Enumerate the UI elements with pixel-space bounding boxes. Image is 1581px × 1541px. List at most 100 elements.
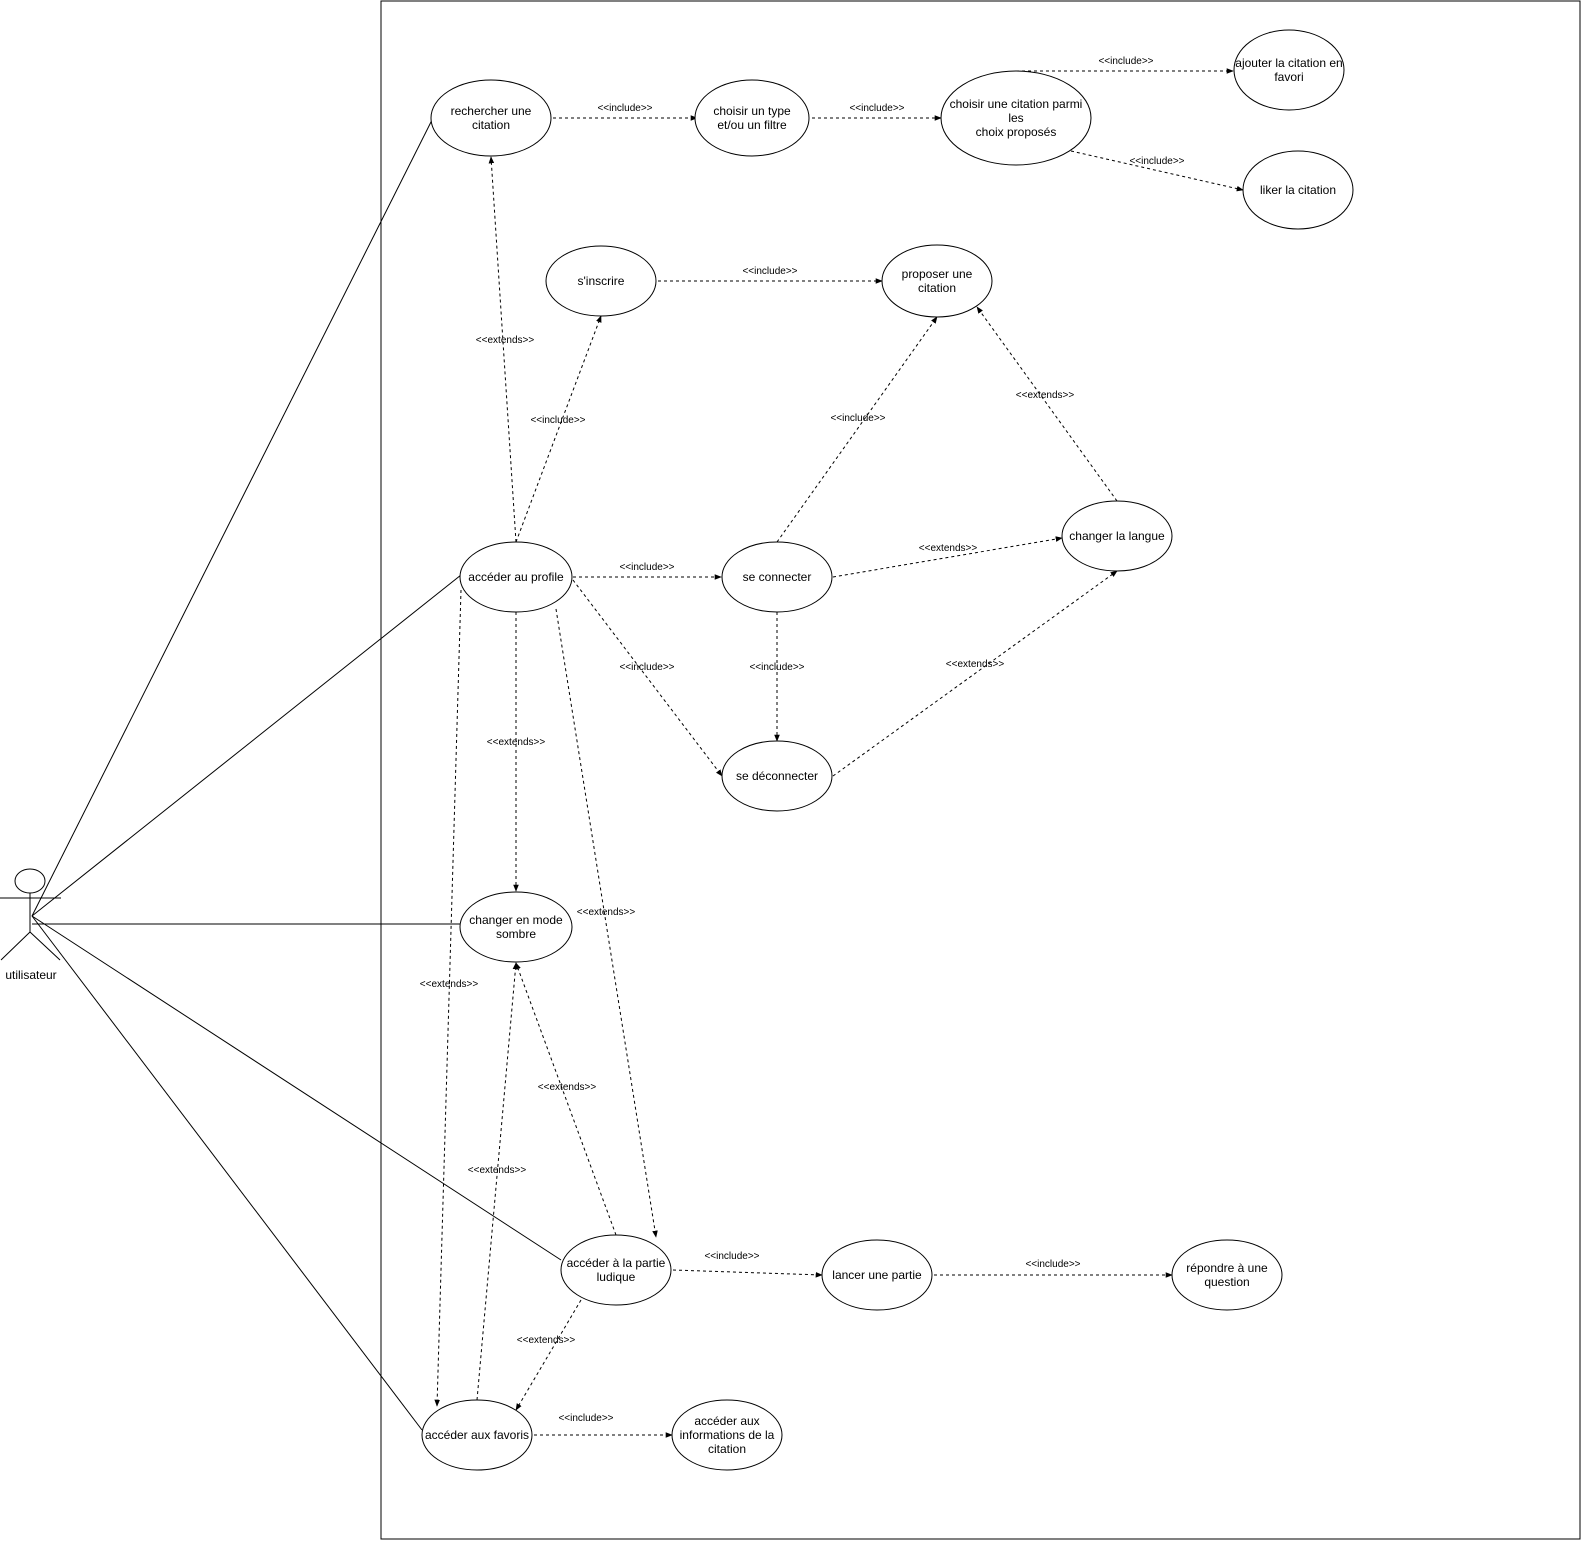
- use-case-label: ludique: [597, 1270, 636, 1284]
- use-case-ellipse: [1171, 1239, 1283, 1311]
- use-case-label: choix proposés: [976, 125, 1057, 139]
- use-case-label: accéder au profile: [468, 570, 564, 584]
- relation-lud-sombre: [515, 962, 617, 1236]
- relation-label-prof-rech: <<extends>>: [476, 335, 535, 346]
- use-case-label: et/ou un filtre: [717, 118, 787, 132]
- use-case-label: accéder à la partie: [567, 1256, 666, 1270]
- use-case-label: accéder aux favoris: [425, 1428, 529, 1442]
- use-case-label: changer la langue: [1069, 529, 1165, 543]
- actor-name: utilisateur: [5, 968, 56, 982]
- use-case-lancer: lancer une partie: [821, 1239, 933, 1311]
- relation-fav-sombre: [476, 962, 519, 1401]
- use-case-ellipse: [560, 1234, 672, 1306]
- relation-label-lud-lancer: <<include>>: [704, 1251, 759, 1262]
- use-case-label: liker la citation: [1260, 183, 1336, 197]
- use-case-ellipse: [721, 541, 833, 613]
- use-case-favoris: accéder aux favoris: [421, 1399, 533, 1471]
- relation-label-type-choix: <<include>>: [849, 103, 904, 114]
- use-case-langue: changer la langue: [1061, 500, 1173, 572]
- relation-label-prof-sombre: <<extends>>: [487, 737, 546, 748]
- use-case-ellipse: [721, 740, 833, 812]
- relation-prof-ludique: [555, 608, 658, 1238]
- use-case-ellipse: [421, 1399, 533, 1471]
- relation-lang-prop: [976, 306, 1118, 502]
- use-case-ellipse: [459, 891, 573, 963]
- use-case-connecter: se connecter: [721, 541, 833, 613]
- relation-label-prof-conn: <<include>>: [619, 562, 674, 573]
- relation-label-prof-inscr: <<include>>: [530, 415, 585, 426]
- use-case-label: choisir un type: [713, 104, 791, 118]
- relation-prof-fav: [434, 589, 462, 1407]
- use-case-ellipse: [881, 244, 993, 318]
- use-case-ellipse: [671, 1399, 783, 1471]
- relation-label-choix-ajout: <<include>>: [1098, 56, 1153, 67]
- use-case-label: accéder aux: [694, 1414, 759, 1428]
- use-case-ellipse: [1061, 500, 1173, 572]
- use-case-label: proposer une: [902, 267, 973, 281]
- relation-label-lud-sombre: <<extends>>: [538, 1082, 597, 1093]
- use-case-ellipse: [1242, 150, 1354, 230]
- relation-label-choix-liker: <<include>>: [1129, 156, 1184, 167]
- relation-label-conn-deco: <<include>>: [749, 662, 804, 673]
- use-case-label: ajouter la citation en: [1235, 56, 1342, 70]
- association-favoris: [31, 915, 423, 1431]
- relation-label-conn-prop: <<include>>: [830, 413, 885, 424]
- use-case-label: se déconnecter: [736, 769, 818, 783]
- relation-prof-deco: [572, 579, 723, 777]
- relation-label-fav-sombre: <<extends>>: [468, 1165, 527, 1176]
- relation-label-prof-ludique: <<extends>>: [577, 907, 636, 918]
- relation-label-lang-prop: <<extends>>: [1016, 390, 1075, 401]
- relation-conn-lang: [832, 536, 1063, 578]
- use-case-label: sombre: [496, 927, 536, 941]
- use-case-label: choisir une citation parmi: [950, 97, 1083, 111]
- use-case-label: les: [1008, 111, 1023, 125]
- association-profil: [31, 574, 462, 917]
- use-case-label: rechercher une: [451, 104, 532, 118]
- use-case-ellipse: [1233, 29, 1345, 111]
- actor-utilisateur: utilisateur: [0, 868, 61, 982]
- actor-head: [14, 868, 46, 894]
- use-case-ellipse: [694, 79, 810, 157]
- relation-label-conn-lang: <<extends>>: [919, 543, 978, 554]
- use-case-ellipse: [821, 1239, 933, 1311]
- use-case-inscrire: s'inscrire: [545, 245, 657, 317]
- relationships: <<include>> <<include>> <<include>> <<inclu…: [420, 56, 1244, 1438]
- relation-label-lancer-rep: <<include>>: [1025, 1259, 1080, 1270]
- relation-deco-lang: [832, 570, 1118, 777]
- relation-label-lud-fav: <<extends>>: [517, 1335, 576, 1346]
- use-case-label: informations de la: [680, 1428, 775, 1442]
- use-case-label: se connecter: [743, 570, 812, 584]
- relation-prof-inscr: [515, 315, 602, 543]
- relation-conn-prop: [776, 316, 938, 543]
- relation-lud-lancer: [672, 1269, 823, 1278]
- use-case-label: question: [1204, 1275, 1249, 1289]
- relation-label-inscr-prop: <<include>>: [742, 266, 797, 277]
- relation-lud-fav: [515, 1299, 582, 1411]
- use-case-ellipse: [459, 541, 573, 613]
- relation-label-fav-infos: <<include>>: [558, 1413, 613, 1424]
- relation-choix-liker: [1070, 150, 1244, 192]
- use-case-label: citation: [472, 118, 510, 132]
- use-case-label: citation: [918, 281, 956, 295]
- use-case-ellipse: [430, 79, 552, 157]
- actor-right-leg: [29, 931, 61, 961]
- use-case-label: citation: [708, 1442, 746, 1456]
- relation-prof-rech: [488, 156, 517, 543]
- use-case-label: répondre à une: [1186, 1261, 1268, 1275]
- relation-label-rech-type: <<include>>: [597, 103, 652, 114]
- use-case-label: lancer une partie: [832, 1268, 922, 1282]
- association-rechercher: [31, 117, 434, 917]
- use-case-deconnecter: se déconnecter: [721, 740, 833, 812]
- relation-label-prof-fav: <<extends>>: [420, 979, 479, 990]
- use-case-ellipse: [545, 245, 657, 317]
